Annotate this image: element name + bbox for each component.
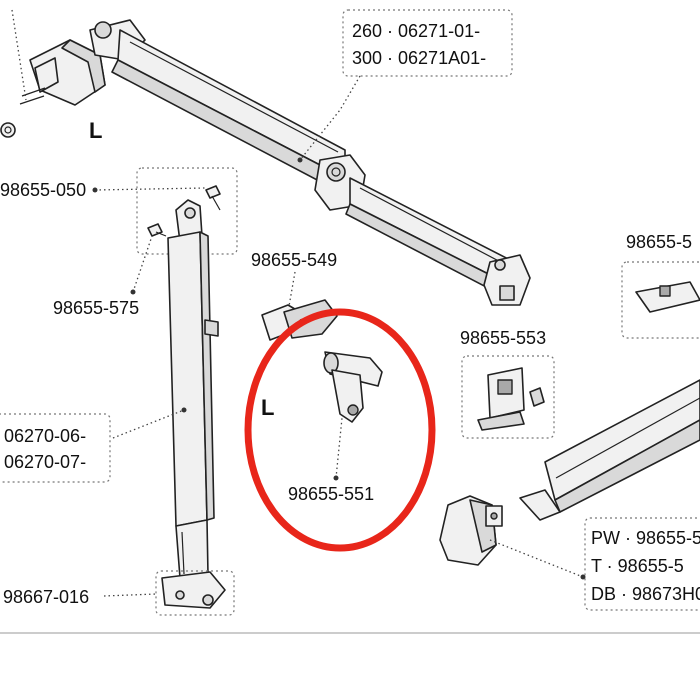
arm-side-marker: L <box>89 118 102 143</box>
rail-drawing <box>519 379 700 521</box>
highlight-circle <box>244 308 436 552</box>
pin-part-number: 98655-575 <box>53 298 139 318</box>
foot-box <box>155 570 235 616</box>
top-right-box <box>621 261 700 339</box>
hinge-drawing <box>323 351 383 423</box>
top-right-drawing <box>635 281 700 313</box>
arm-part-number-300: 300 · 06271A01- <box>352 48 486 68</box>
arm-leader-line <box>299 75 361 161</box>
rail-part-number-pw: PW · 98655-5 <box>591 528 700 548</box>
clip-part-number: 98655-549 <box>251 250 337 270</box>
hinge-part-number: 98655-551 <box>288 484 374 504</box>
foot-part-number: 98667-016 <box>3 587 89 607</box>
arm-part-number-260: 260 · 06271-01- <box>352 21 480 41</box>
right-clip-drawing <box>477 367 545 431</box>
arm-assembly-drawing <box>0 9 531 306</box>
rail-part-number-db: DB · 98673H0 <box>591 584 700 604</box>
support-leg-drawing <box>161 199 226 609</box>
screws-drawing <box>147 185 221 237</box>
top-right-part-number: 98655-5 <box>626 232 692 252</box>
rail-bracket-drawing <box>439 495 503 566</box>
leg-part-number-06: 06270-06- <box>4 426 86 446</box>
right-clip-part-number: 98655-553 <box>460 328 546 348</box>
rail-part-number-t: T · 98655-5 <box>591 556 684 576</box>
right-clip-box <box>461 355 555 439</box>
hinge-side-marker: L <box>261 395 274 420</box>
screws-part-number: 98655-050 <box>0 180 86 200</box>
leg-part-number-07: 06270-07- <box>4 452 86 472</box>
rail-label-box <box>584 517 700 611</box>
